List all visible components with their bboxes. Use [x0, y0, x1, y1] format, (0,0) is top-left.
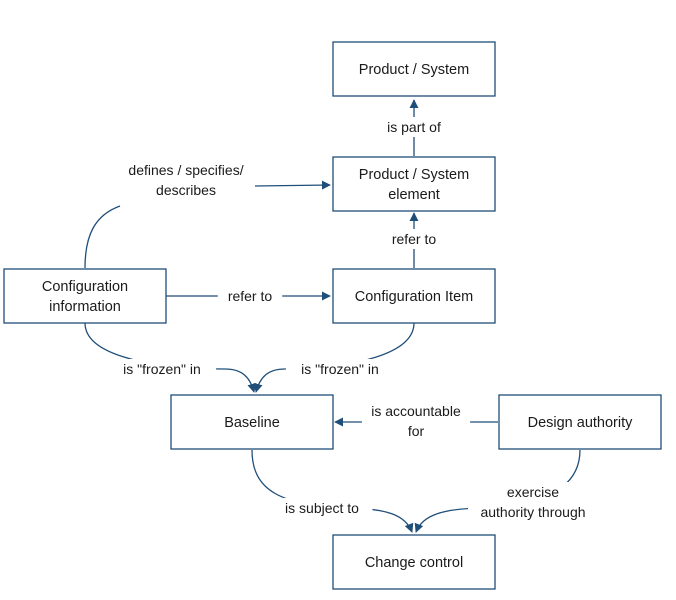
node-label: Configuration	[42, 279, 128, 295]
node-label: Change control	[365, 555, 463, 571]
node-label: Configuration Item	[355, 289, 473, 305]
edge-label-text: exercise	[507, 484, 559, 500]
node-product-system: Product / System	[332, 41, 496, 97]
edge-label-text: is subject to	[285, 500, 359, 516]
edge-label-text: is "frozen" in	[123, 361, 201, 377]
edge-frozen-right	[253, 322, 415, 393]
edge-label-refer-to-element: refer to	[381, 229, 447, 249]
node-label: Design authority	[528, 415, 634, 431]
edge-defines	[84, 205, 121, 269]
node-product-system-element: Product / System element	[332, 156, 496, 212]
edge-label-text: for	[408, 423, 425, 439]
edge-label-text: is "frozen" in	[301, 361, 379, 377]
node-baseline: Baseline	[170, 394, 334, 450]
edge-defines-arrow	[254, 180, 331, 190]
node-configuration-item: Configuration Item	[332, 268, 496, 324]
edge-label-frozen-left: is "frozen" in	[107, 359, 217, 379]
edge-label-text: authority through	[480, 504, 585, 520]
node-label: information	[49, 299, 121, 315]
edge-label-is-part-of: is part of	[374, 117, 454, 137]
edge-frozen-left	[84, 322, 257, 393]
edge-label-exercise: exercise authority through	[467, 482, 599, 522]
edge-label-text: is accountable	[371, 403, 461, 419]
edge-label-frozen-right: is "frozen" in	[285, 359, 395, 379]
node-label: Baseline	[224, 415, 280, 431]
node-configuration-information: Configuration information	[3, 268, 167, 324]
edge-label-text: refer to	[228, 288, 273, 304]
edge-label-text: defines / specifies/	[128, 162, 243, 178]
edge-label-text: is part of	[387, 119, 441, 135]
node-design-authority: Design authority	[498, 394, 662, 450]
node-label: Product / System	[359, 62, 469, 78]
node-change-control: Change control	[332, 534, 496, 590]
edge-label-defines: defines / specifies/describes	[128, 162, 243, 198]
edge-label-text: describes	[156, 182, 216, 198]
edge-label-refer-to-item: refer to	[217, 286, 283, 306]
edge-label-accountable: is accountable for	[361, 401, 471, 441]
edge-label-subject-to: is subject to	[271, 498, 373, 518]
edge-subject-to	[251, 449, 414, 533]
edge-label-text: refer to	[392, 231, 437, 247]
node-label: Product / System	[359, 167, 469, 183]
node-label: element	[388, 187, 440, 203]
